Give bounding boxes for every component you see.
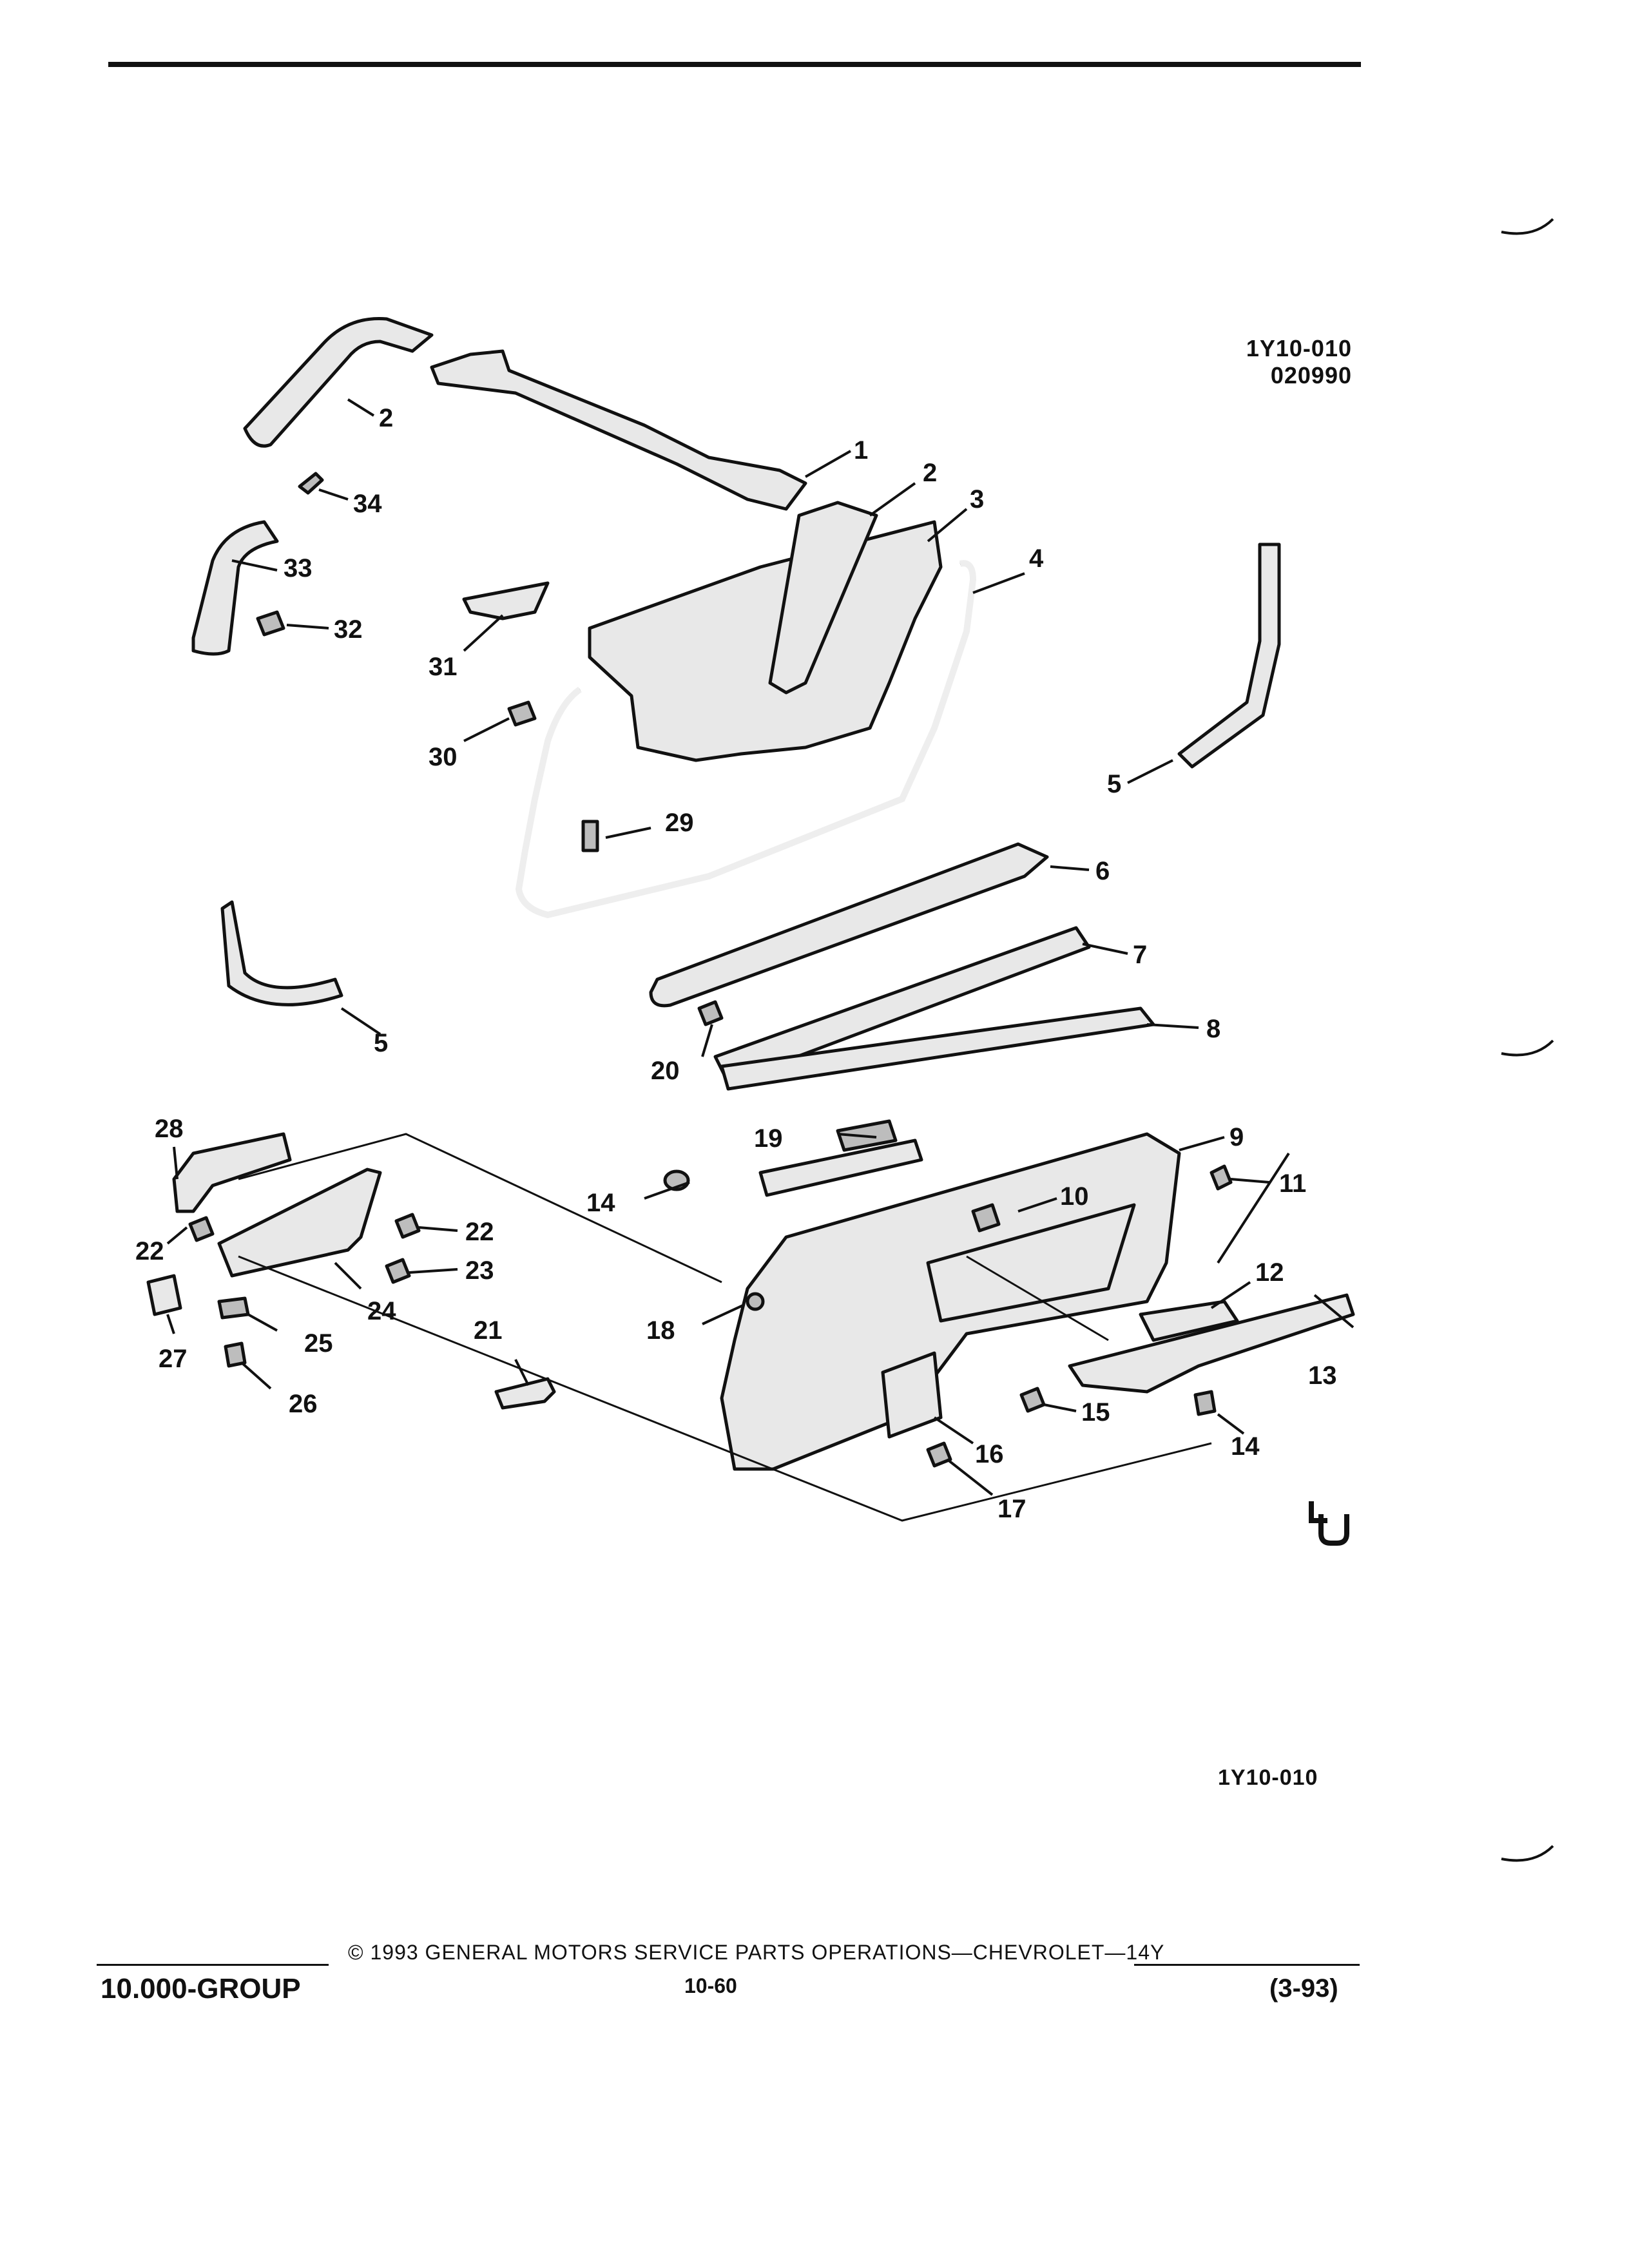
part-10-clip	[971, 1203, 1001, 1233]
copyright-line: © 1993 GENERAL MOTORS SERVICE PARTS OPER…	[348, 1941, 1165, 1964]
callout-2-pillar: 2	[923, 459, 937, 487]
callout-7: 7	[1133, 941, 1147, 969]
part-3-upper-panel	[588, 520, 943, 762]
assembly-line-pocket	[966, 1255, 1109, 1341]
callout-14-upper: 14	[586, 1189, 615, 1217]
part-27-switch	[146, 1274, 182, 1316]
callout-28: 28	[155, 1115, 184, 1143]
group-label: 10.000-GROUP	[101, 1973, 301, 2004]
callout-15: 15	[1081, 1398, 1110, 1427]
part-1-rail	[430, 349, 807, 511]
callout-12: 12	[1255, 1258, 1284, 1287]
callout-8: 8	[1206, 1015, 1220, 1043]
callout-10: 10	[1060, 1182, 1089, 1211]
callout-23: 23	[465, 1256, 494, 1285]
part-22-screw-right	[394, 1213, 421, 1239]
part-9-pocket	[926, 1203, 1136, 1323]
part-28-handle	[172, 1132, 292, 1213]
bottom-illustration-id: 1Y10-010	[1218, 1765, 1318, 1790]
page-number: 10-60	[684, 1974, 737, 1997]
callout-9: 9	[1229, 1123, 1244, 1151]
callout-29: 29	[665, 809, 694, 837]
callout-20: 20	[651, 1057, 680, 1085]
part-11-screw	[1210, 1164, 1233, 1191]
callout-11: 11	[1279, 1169, 1306, 1198]
part-17-screw	[926, 1441, 952, 1468]
leader-lines	[166, 398, 1354, 1496]
revision-date: (3-93)	[1269, 1974, 1338, 2003]
gm-logo	[1309, 1501, 1349, 1546]
callout-17: 17	[998, 1495, 1027, 1523]
callout-1: 1	[854, 436, 868, 465]
callout-5-left: 5	[374, 1029, 388, 1057]
callout-25: 25	[304, 1329, 333, 1358]
part-14-grommet-lower	[1193, 1390, 1217, 1416]
part-25-bulb	[217, 1296, 250, 1320]
part-24-bezel	[217, 1168, 382, 1278]
callout-13: 13	[1308, 1361, 1337, 1390]
part-33-bracket	[191, 520, 279, 656]
callout-14-lower: 14	[1231, 1432, 1260, 1461]
callout-2-upper: 2	[379, 404, 393, 432]
part-16-bracket	[881, 1351, 943, 1439]
part-13-strip	[1068, 1293, 1355, 1394]
callout-6: 6	[1095, 857, 1110, 885]
part-12-bracket	[1139, 1300, 1239, 1342]
callout-21: 21	[474, 1316, 503, 1345]
callout-22-left: 22	[135, 1237, 164, 1265]
part-2-molding	[243, 317, 434, 448]
callout-3: 3	[970, 485, 984, 514]
part-6-sealing-strip	[649, 842, 1049, 1008]
callout-31: 31	[429, 653, 458, 681]
part-18-plug	[746, 1292, 765, 1311]
assembly-line-upper	[238, 1133, 722, 1283]
part-2-pillar-molding	[768, 501, 878, 695]
callout-22-right: 22	[465, 1218, 494, 1246]
callout-24: 24	[367, 1297, 396, 1325]
callout-19: 19	[754, 1124, 783, 1153]
part-34-screw	[298, 472, 324, 495]
part-32-clip	[256, 610, 285, 637]
part-31-trim	[462, 581, 550, 620]
callout-26: 26	[289, 1390, 318, 1418]
callout-32: 32	[334, 615, 363, 644]
margin-tick	[1501, 1845, 1554, 1862]
part-21-bracket	[494, 1377, 556, 1410]
part-5-left-seal	[220, 900, 343, 1006]
part-19-strip	[758, 1139, 923, 1197]
illustration-id: 1Y10-010	[1246, 335, 1352, 361]
part-29-retainer	[581, 820, 599, 852]
date-code: 020990	[1270, 362, 1352, 389]
part-22-screw-left	[188, 1216, 215, 1242]
callout-34: 34	[353, 490, 382, 518]
part-23-screw	[385, 1258, 411, 1284]
margin-tick	[1501, 1039, 1554, 1057]
callout-30: 30	[429, 743, 458, 771]
margin-tick	[1501, 218, 1554, 235]
callout-5-right: 5	[1107, 770, 1121, 798]
assembly-line-lower	[238, 1255, 1212, 1522]
callout-18: 18	[646, 1316, 675, 1345]
callout-33: 33	[284, 554, 313, 582]
part-20-screw	[697, 1000, 724, 1026]
part-15-screw	[1019, 1387, 1046, 1413]
callout-27: 27	[159, 1345, 188, 1373]
callout-labels: 1 2 2 3 4 5 5 6 7 8 9 10 11 12 13 14 14 …	[135, 404, 1337, 1523]
part-30-screw	[507, 700, 537, 727]
callout-16: 16	[975, 1440, 1004, 1468]
top-rule	[108, 62, 1361, 67]
part-5-right-seal	[1177, 543, 1281, 769]
callout-4: 4	[1029, 544, 1044, 573]
footer-rule-right	[1134, 1964, 1360, 1966]
part-26-socket	[224, 1341, 247, 1368]
footer-rule-left	[97, 1964, 329, 1966]
